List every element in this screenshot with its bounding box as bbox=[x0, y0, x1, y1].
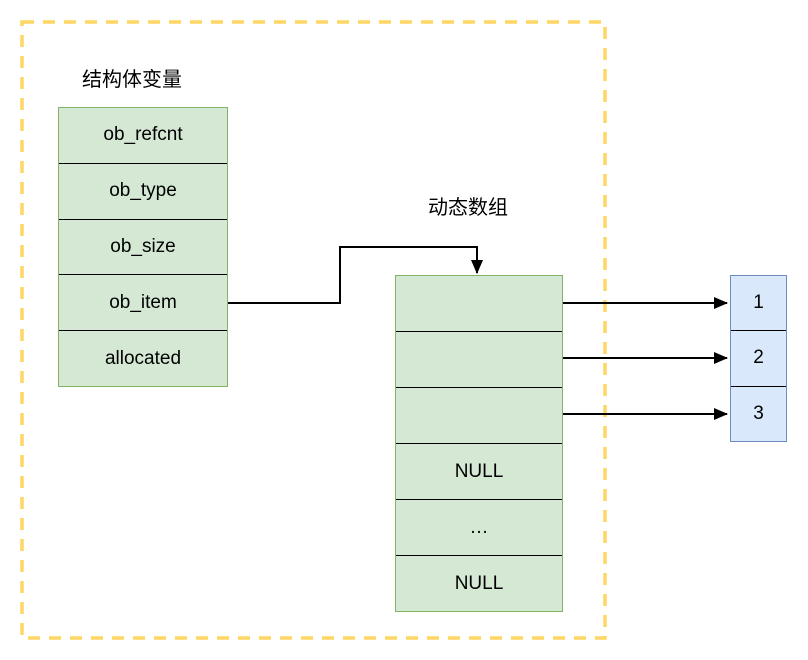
struct-cell-ob-size: ob_size bbox=[59, 219, 227, 276]
struct-variable-label: 结构体变量 bbox=[82, 69, 182, 91]
array-cell-1 bbox=[396, 332, 562, 388]
value-cell-2: 2 bbox=[731, 331, 786, 387]
value-table: 1 2 3 bbox=[730, 275, 787, 442]
struct-cell-ob-item: ob_item bbox=[59, 275, 227, 332]
value-cell-1: 1 bbox=[731, 276, 786, 332]
array-cell-0 bbox=[396, 276, 562, 332]
dynamic-array-label: 动态数组 bbox=[428, 197, 508, 219]
struct-cell-ob-type: ob_type bbox=[59, 163, 227, 220]
array-cell-2 bbox=[396, 388, 562, 444]
value-cell-3: 3 bbox=[731, 386, 786, 441]
dynamic-array-table: NULL … NULL bbox=[395, 275, 563, 612]
array-cell-null-1: NULL bbox=[396, 444, 562, 500]
array-cell-null-2: NULL bbox=[396, 556, 562, 611]
array-cell-ellipsis: … bbox=[396, 500, 562, 556]
struct-table: ob_refcnt ob_type ob_size ob_item alloca… bbox=[58, 107, 228, 387]
struct-cell-ob-refcnt: ob_refcnt bbox=[59, 108, 227, 164]
struct-cell-allocated: allocated bbox=[59, 331, 227, 386]
